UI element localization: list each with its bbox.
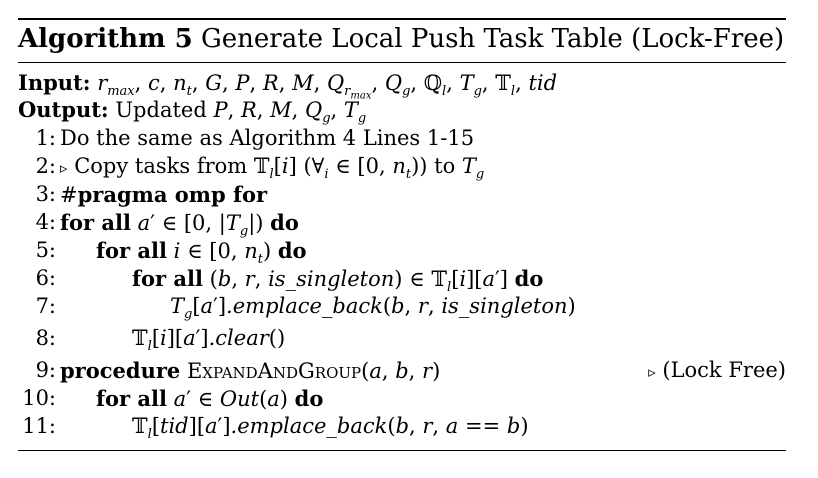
line-text: Tg[a′].emplace_back(b, r, is_singleton) [170, 294, 576, 323]
line-text: 𝕋l[tid][a′].emplace_back(b, r, a == b) [132, 414, 529, 443]
input-line: Input: rmax, c, nt, G, P, R, M, Qrmax, Q… [18, 70, 786, 102]
line-text: for all a′ ∈ [0, |Tg|) do [60, 210, 299, 240]
line-text: 𝕋l[i][a′].clear() [132, 326, 286, 355]
line-comment: ▹ (Lock Free) [648, 358, 786, 382]
bottom-rule [18, 450, 786, 451]
algorithm-name: Generate Local Push Task Table (Lock-Fre… [200, 24, 785, 54]
line-number: 9: [35, 358, 56, 382]
line-number: 1: [35, 126, 56, 150]
line-number: 11: [22, 414, 56, 438]
output-line: Output: Updated P, R, M, Qg, Tg [18, 97, 786, 126]
line-text: Do the same as Algorithm 4 Lines 1-15 [60, 126, 475, 150]
line-text: for all a′ ∈ Out(a) do [96, 386, 324, 411]
line-number: 10: [22, 386, 56, 410]
line-number: 4: [35, 210, 56, 234]
algorithm-title: Algorithm 5 Generate Local Push Task Tab… [18, 24, 784, 54]
line-number: 2: [35, 154, 56, 178]
input-params: rmax, c, nt, G, P, R, M, Qrmax, Qg, ℚl, … [97, 71, 558, 102]
line-text: ▹ Copy tasks from 𝕋l[i] (∀i ∈ [0, nt)) t… [60, 154, 485, 183]
input-label: Input: [18, 70, 91, 95]
line-text: procedure ExpandAndGroup(a, b, r) [60, 358, 441, 383]
line-number: 7: [35, 294, 56, 318]
top-rule [18, 18, 786, 20]
line-text: #pragma omp for [60, 182, 268, 207]
title-rule [18, 62, 786, 63]
line-number: 8: [35, 326, 56, 350]
output-text: Updated P, R, M, Qg, Tg [115, 98, 367, 127]
output-label: Output: [18, 97, 109, 122]
line-text: for all (b, r, is_singleton) ∈ 𝕋l[i][a′]… [132, 266, 544, 296]
line-number: 3: [35, 182, 56, 206]
line-text: for all i ∈ [0, nt) do [96, 238, 307, 268]
line-number: 6: [35, 266, 56, 290]
line-number: 5: [35, 238, 56, 262]
algorithm-label: Algorithm 5 [18, 24, 193, 54]
